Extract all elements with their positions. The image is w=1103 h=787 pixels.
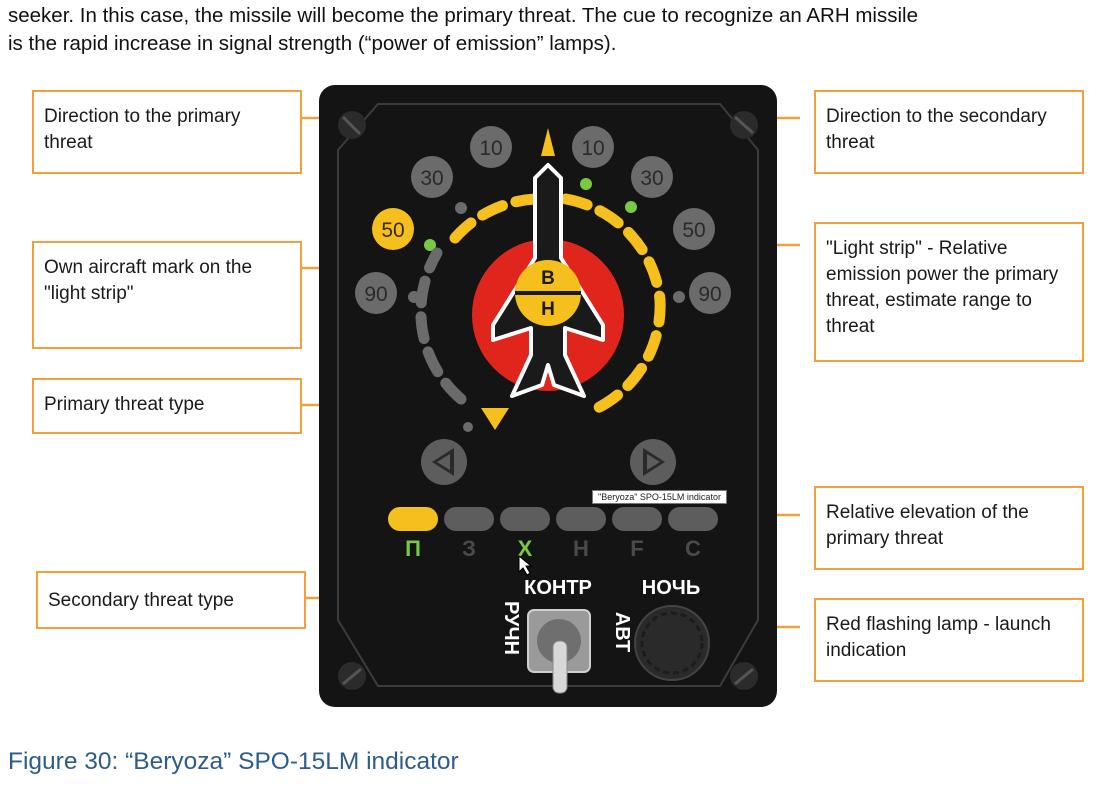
aircraft-symbol: В Н xyxy=(491,128,605,398)
panel-screws xyxy=(338,111,758,690)
callout-light-strip: "Light strip" - Relative emission power … xyxy=(814,222,1084,362)
intro-text: seeker. In this case, the missile will b… xyxy=(8,2,1098,58)
intro-line-2: is the rapid increase in signal strength… xyxy=(8,32,617,55)
intro-line-1: seeker. In this case, the missile will b… xyxy=(8,4,918,27)
bearing-lamp-left-30 xyxy=(411,156,453,198)
threat-type-lamps xyxy=(388,507,718,531)
callout-direction-secondary: Direction to the secondary threat xyxy=(814,90,1084,174)
callout-red-lamp: Red flashing lamp - launch indication xyxy=(814,598,1084,682)
bearing-lamp-left-90 xyxy=(355,272,397,314)
callout-direction-primary: Direction to the primary threat xyxy=(32,90,302,174)
bearing-label-right-10: 10 xyxy=(581,137,604,160)
bearing-lamps: 10 30 50 90 10 30 50 90 xyxy=(355,126,731,314)
type-letter-1: П xyxy=(405,536,421,561)
elevation-lower-label: Н xyxy=(541,299,555,320)
indicator-dots xyxy=(408,178,685,432)
threat-type-letters: П З Х Н F С xyxy=(405,536,701,561)
type-letter-3: Х xyxy=(518,536,533,561)
own-aircraft-mark xyxy=(481,408,509,430)
bearing-label-right-50: 50 xyxy=(682,219,705,242)
indicator-tooltip: "Beryoza" SPO-15LM indicator xyxy=(592,490,727,504)
callout-secondary-type: Secondary threat type xyxy=(36,571,306,629)
callout-own-aircraft: Own aircraft mark on the "light strip" xyxy=(32,241,302,349)
mode-switch: КОНТР РУЧН АВТ xyxy=(500,577,633,694)
night-label: НОЧЬ xyxy=(642,577,700,599)
bearing-label-left-10: 10 xyxy=(479,137,502,160)
direction-arrows xyxy=(421,439,676,485)
switch-right-label: АВТ xyxy=(611,612,633,652)
type-letter-6: С xyxy=(685,536,701,561)
type-letter-4: Н xyxy=(573,536,589,561)
type-letter-5: F xyxy=(630,536,643,561)
bearing-lamp-left-50 xyxy=(372,208,414,250)
switch-right-text: АВТ xyxy=(611,612,633,652)
bearing-label-left-30: 30 xyxy=(420,167,443,190)
callout-primary-type: Primary threat type xyxy=(32,378,302,434)
bearing-label-left-50: 50 xyxy=(381,219,404,242)
switch-left-label: РУЧН xyxy=(500,601,522,655)
bearing-label-left-90: 90 xyxy=(364,283,387,306)
figure-caption: Figure 30: “Beryoza” SPO-15LM indicator xyxy=(8,748,459,775)
bearing-lamp-right-30 xyxy=(631,156,673,198)
bearing-lamp-left-10 xyxy=(470,126,512,168)
bearing-label-right-30: 30 xyxy=(640,167,663,190)
bearing-lamp-right-10 xyxy=(572,126,614,168)
callout-relative-elevation: Relative elevation of the primary threat xyxy=(814,486,1084,570)
light-strip xyxy=(415,193,666,418)
switch-left-text: РУЧН xyxy=(500,601,522,655)
type-letter-2: З xyxy=(462,536,476,561)
night-knob: НОЧЬ xyxy=(634,577,710,681)
bearing-lamp-right-50 xyxy=(673,208,715,250)
elevation-upper-label: В xyxy=(541,268,555,289)
switch-top-label: КОНТР xyxy=(524,577,592,599)
bearing-label-right-90: 90 xyxy=(698,283,721,306)
bearing-lamp-right-90 xyxy=(689,272,731,314)
cursor-icon xyxy=(518,554,533,576)
